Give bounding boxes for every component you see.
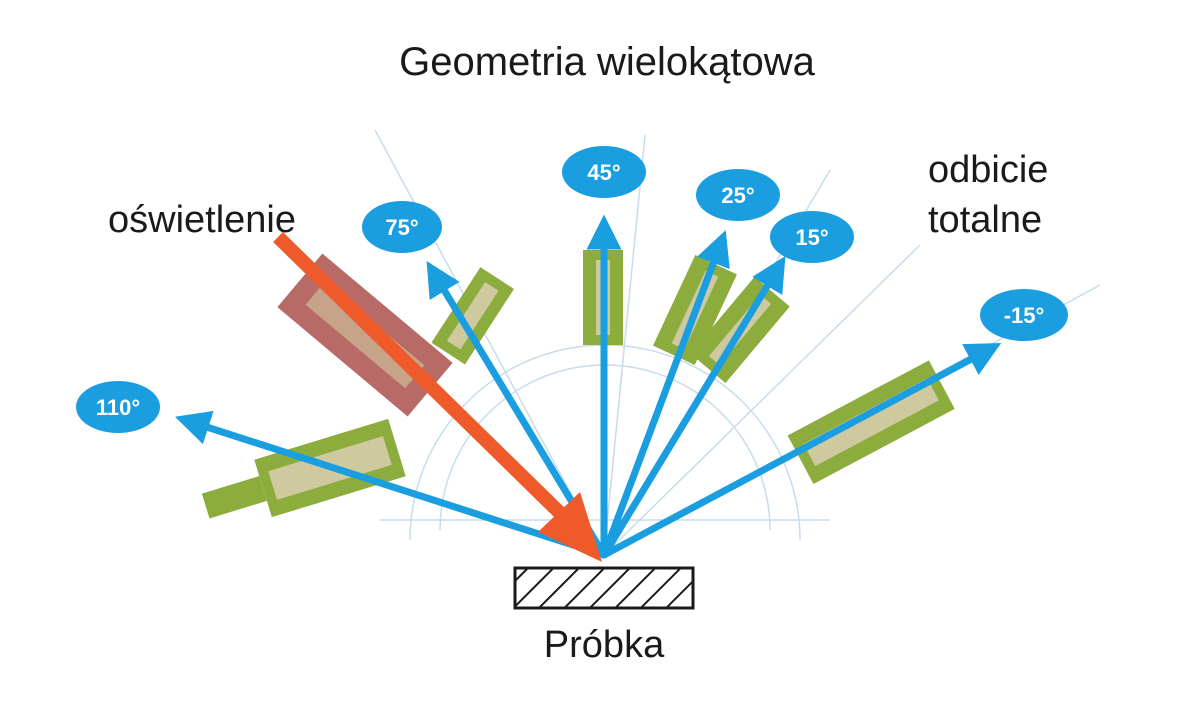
illuminator-core — [305, 281, 425, 389]
sample-label: Próbka — [544, 624, 665, 666]
illumination-arrow — [273, 231, 602, 562]
angle-label-45: 45° — [587, 160, 620, 185]
angle-badge-110: 110° — [76, 381, 160, 433]
angle-badge-45: 45° — [562, 146, 646, 198]
ray-minus15 — [600, 343, 1002, 559]
angle-badge-25: 25° — [696, 169, 780, 221]
sample-block — [513, 566, 695, 610]
illuminator-body — [277, 253, 453, 417]
angle-badge-75: 75° — [362, 201, 442, 253]
angle-label-110: 110° — [96, 395, 140, 420]
page-title: Geometria wielokątowa — [399, 40, 815, 84]
angle-label-75: 75° — [385, 215, 418, 240]
illumination-label: oświetlenie — [108, 199, 296, 241]
guide-ray-3 — [603, 244, 921, 556]
guide-ray-1 — [374, 129, 605, 556]
ray-15 — [600, 256, 786, 559]
illumination-arrowhead — [538, 492, 602, 562]
guide-ray-5 — [603, 134, 646, 556]
angle-badge-15: 15° — [770, 211, 854, 263]
angle-label-minus15: -15° — [1004, 303, 1045, 328]
detector-75 — [431, 267, 515, 365]
ray-110 — [175, 410, 608, 559]
angle-label-15: 15° — [795, 225, 828, 250]
sample: Próbka — [513, 566, 695, 666]
angle-badge-minus15: -15° — [980, 289, 1068, 341]
total-reflection-label-line1: odbicie — [928, 149, 1048, 191]
angle-badges: 110° 75° 45° 25° 15° -15° — [76, 146, 1068, 433]
total-reflection-label-line2: totalne — [928, 199, 1042, 241]
ray-25 — [600, 230, 730, 559]
angle-label-25: 25° — [721, 183, 754, 208]
